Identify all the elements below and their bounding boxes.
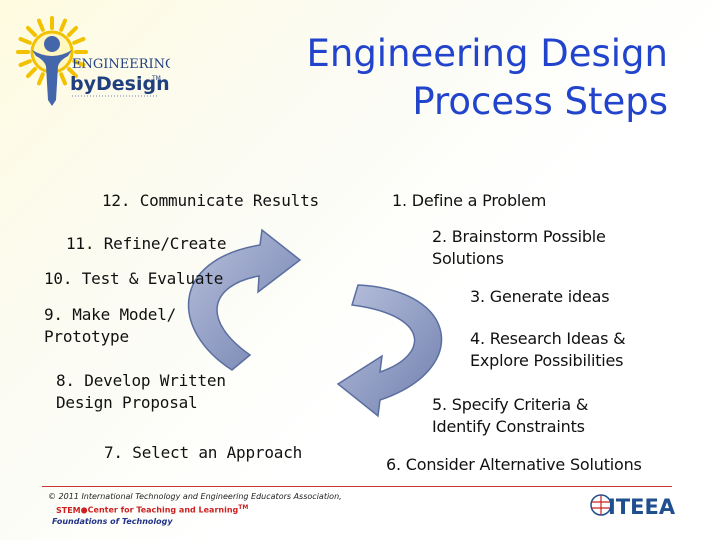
footer-course: Foundations of Technology [52,516,173,526]
step-12: 12. Communicate Results [102,191,319,210]
step-4: 4. Research Ideas & Explore Possibilitie… [470,328,626,372]
footer: © 2011 International Technology and Engi… [48,491,342,527]
figure-icon [32,36,72,106]
stem-dot-icon: ● [80,505,88,515]
step-7: 7. Select an Approach [104,443,303,462]
step-8-line-2: Design Proposal [56,393,198,412]
step-9-line-1: 9. Make Model/ [44,305,177,324]
sun-ray [18,36,32,45]
step-2-line-2: Solutions [432,249,504,268]
sun-icon [16,16,88,88]
step-2: 2. Brainstorm Possible Solutions [432,226,606,270]
step-5-line-2: Identify Constraints [432,417,585,436]
sun-ray [59,72,68,86]
step-9: 9. Make Model/ Prototype [44,304,176,348]
footer-divider [42,486,672,487]
sun-ray [25,25,38,38]
sun-ray [36,18,45,32]
step-8: 8. Develop Written Design Proposal [56,370,226,414]
step-10: 10. Test & Evaluate [44,269,224,288]
sun-ray [36,72,45,86]
sun-ray [18,59,32,68]
iteea-logo: ITEEA [590,494,676,518]
sun-ray [59,18,68,32]
step-11: 11. Refine/Create [66,234,227,253]
step-1: 1. Define a Problem [392,191,547,210]
globe-icon [590,494,612,516]
step-5-line-1: 5. Specify Criteria & [432,395,589,414]
sun-ray [72,59,86,68]
logo-tm: TM [151,75,161,82]
step-2-line-1: 2. Brainstorm Possible [432,227,606,246]
step-8-line-1: 8. Develop Written [56,371,226,390]
footer-center-tm: TM [238,504,249,511]
cycle-arrow-upper [187,228,302,371]
iteea-text: ITEEA [608,495,676,518]
cycle-arrow-lower [336,284,443,418]
footer-copyright: © 2011 International Technology and Engi… [48,492,342,501]
sun-ray [66,25,79,38]
sun-ray [66,66,79,79]
step-9-line-2: Prototype [44,327,129,346]
step-6: 6. Consider Alternative Solutions [386,455,642,474]
footer-stem-line: STEM●Center for Teaching and LearningTM [48,502,342,516]
footer-stem: STEM [56,505,81,515]
step-3: 3. Generate ideas [470,287,610,306]
sun-ray [72,36,86,45]
title-line-1: Engineering Design [306,32,668,75]
engineering-by-design-logo: ENGINEERING byDesign TM [16,16,170,106]
step-4-line-1: 4. Research Ideas & [470,329,626,348]
slide-title: Engineering Design Process Steps [248,30,668,126]
logo-line2: byDesign [70,73,170,95]
title-line-2: Process Steps [412,80,668,123]
sun-ray [25,66,38,79]
footer-center: Center for Teaching and Learning [87,505,239,515]
step-5: 5. Specify Criteria & Identify Constrain… [432,394,588,438]
logo-line1: ENGINEERING [72,57,170,72]
step-4-line-2: Explore Possibilities [470,351,624,370]
